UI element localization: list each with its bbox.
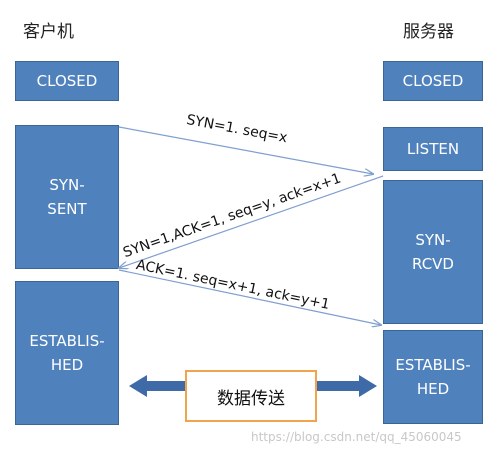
server-state-established: ESTABLIS- HED [383,330,483,424]
data-transfer-box: 数据传送 [185,370,317,422]
ack-arrow [118,269,381,325]
watermark: https://blog.csdn.net/qq_45060045 [251,430,462,444]
server-state-closed: CLOSED [383,61,483,101]
server-state-syn-rcvd: SYN- RCVD [383,180,483,324]
server-state-listen: LISTEN [383,127,483,171]
server-header: 服务器 [403,22,454,42]
syn-arrow [118,126,373,174]
client-state-syn-sent: SYN- SENT [15,125,119,269]
client-header: 客户机 [23,22,74,42]
client-state-established: ESTABLIS- HED [15,281,119,425]
syn-ack-arrow [119,175,384,268]
left-block-arrow [129,375,185,397]
client-state-closed: CLOSED [15,61,119,101]
right-block-arrow [317,375,377,397]
